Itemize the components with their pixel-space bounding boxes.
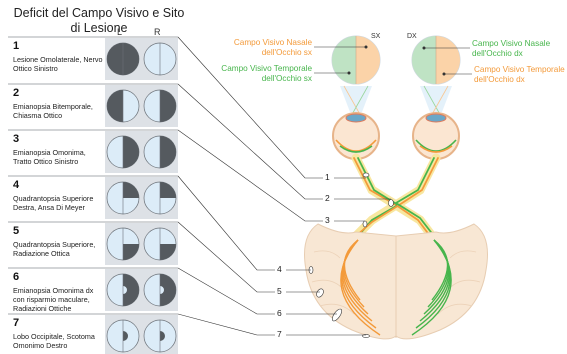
- right-eye: [412, 36, 460, 84]
- lesion-row-number: 5: [13, 225, 19, 237]
- right-nasal-label: Campo Visivo Nasale dell'Occhio dx: [472, 39, 564, 58]
- lesion-row-description: Emianopsia Bitemporale, Chiasma Ottico: [13, 102, 103, 120]
- left-eye: [332, 36, 380, 84]
- callout-number: 1: [325, 172, 330, 182]
- right-temporal-label: Campo Visivo Temporale dell'Occhio dx: [474, 65, 566, 84]
- lesion-row-number: 1: [13, 40, 19, 52]
- lesion-row-description: Emianopsia Omonima, Tratto Ottico Sinist…: [13, 148, 103, 166]
- callout-number: 3: [325, 215, 330, 225]
- callout-number: 6: [277, 308, 282, 318]
- lesion-row-number: 2: [13, 87, 19, 99]
- lesion-row-number: 3: [13, 133, 19, 145]
- lesion-row-number: 7: [13, 317, 19, 329]
- lesion-row-description: Quadrantopsia Superiore Destra, Ansa Di …: [13, 194, 103, 212]
- lesion-row-description: Emianopsia Omonima dx con risparmio macu…: [13, 286, 103, 313]
- left-temporal-label: Campo Visivo Temporale dell'Occhio sx: [202, 64, 312, 83]
- callout-number: 7: [277, 329, 282, 339]
- right-eye-tag: DX: [407, 33, 417, 40]
- left-eyeball: [333, 113, 379, 159]
- callout-leader-line: [178, 222, 320, 292]
- callout-leader-line: [178, 176, 311, 270]
- lesion-row-description: Lesione Omolaterale, Nervo Ottico Sinist…: [13, 55, 103, 73]
- callout-number: 2: [325, 193, 330, 203]
- diagram-title: Deficit del Campo Visivo e Sito di Lesio…: [8, 6, 190, 36]
- lesion-row-number: 6: [13, 271, 19, 283]
- occipital-brain: [305, 224, 488, 339]
- callout-number: 4: [277, 264, 282, 274]
- left-nasal-label: Campo Visivo Nasale dell'Occhio sx: [206, 38, 312, 57]
- lesion-row-number: 4: [13, 179, 19, 191]
- left-eye-tag: SX: [371, 33, 380, 40]
- right-eyeball: [413, 113, 459, 159]
- column-label-right: R: [154, 27, 161, 37]
- callout-number: 5: [277, 286, 282, 296]
- column-label-left: L: [117, 27, 122, 37]
- lesion-row-description: Quadrantopsia Superiore, Radiazione Otti…: [13, 240, 103, 258]
- lesion-row-description: Lobo Occipitale, Scotoma Omonimo Destro: [13, 332, 103, 350]
